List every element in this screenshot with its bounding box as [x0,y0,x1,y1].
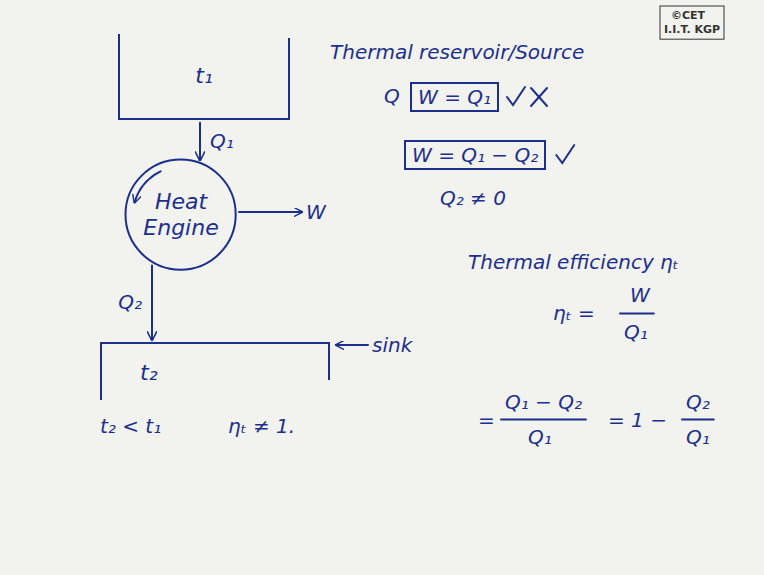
cross-mark [531,88,547,106]
fraction-bar [620,313,654,315]
struck-symbol: Q [384,84,400,108]
fraction-denominator: Q₁ [686,425,710,449]
heat-flow-arrow [199,122,201,160]
temperature-relation: t₂ < t₁ [100,414,161,438]
fraction-denominator: Q₁ [624,320,648,344]
heat-condition: Q₂ ≠ 0 [440,186,506,210]
fraction-bar [501,419,586,421]
node-text: Heat Engine [139,189,223,242]
watermark: ©CET [671,9,705,22]
efficiency-heading: Thermal efficiency ηₜ [468,250,679,274]
fraction-bar [682,419,714,421]
fraction-numerator: Q₁ − Q₂ [505,390,582,414]
sink-pointer [336,344,368,346]
cross-mark [531,88,547,106]
check-mark [507,87,525,105]
sink-reservoir-outline [100,342,330,404]
reservoir-line [119,34,289,119]
work-output: W [306,200,326,224]
node-text: t₁ [195,63,212,89]
node-text: t₂ [140,360,157,386]
energy-equation: W = Q₁ − Q₂ [404,140,546,170]
heat-quantity: Q₂ [118,290,142,314]
check-mark [556,145,574,163]
fraction-numerator: W [630,283,650,307]
sink-note: sink [372,333,412,357]
watermark-frame [660,6,724,39]
engine-circle [126,160,236,270]
fraction-denominator: Q₁ [528,425,552,449]
reservoir-line [101,343,329,400]
reservoir-note: Thermal reservoir/Source [330,40,584,64]
heat-quantity: Q₁ [210,129,234,153]
efficiency-symbol: ηₜ = [553,301,595,325]
efficiency-relation: ηₜ ≠ 1. [228,414,295,438]
equals-sign: = [478,408,495,432]
sink-reservoir: t₂ [100,342,330,404]
fraction-numerator: Q₂ [686,390,710,414]
source-reservoir: t₁ [118,28,290,120]
equation-term: = 1 − [608,408,667,432]
heat-engine-circle: Heat Engine [124,158,237,271]
work-arrow [239,211,302,213]
heat-flow-arrow [151,265,153,340]
watermark: I.I.T. KGP [664,23,720,36]
wrong-equation: W = Q₁ [410,82,499,112]
